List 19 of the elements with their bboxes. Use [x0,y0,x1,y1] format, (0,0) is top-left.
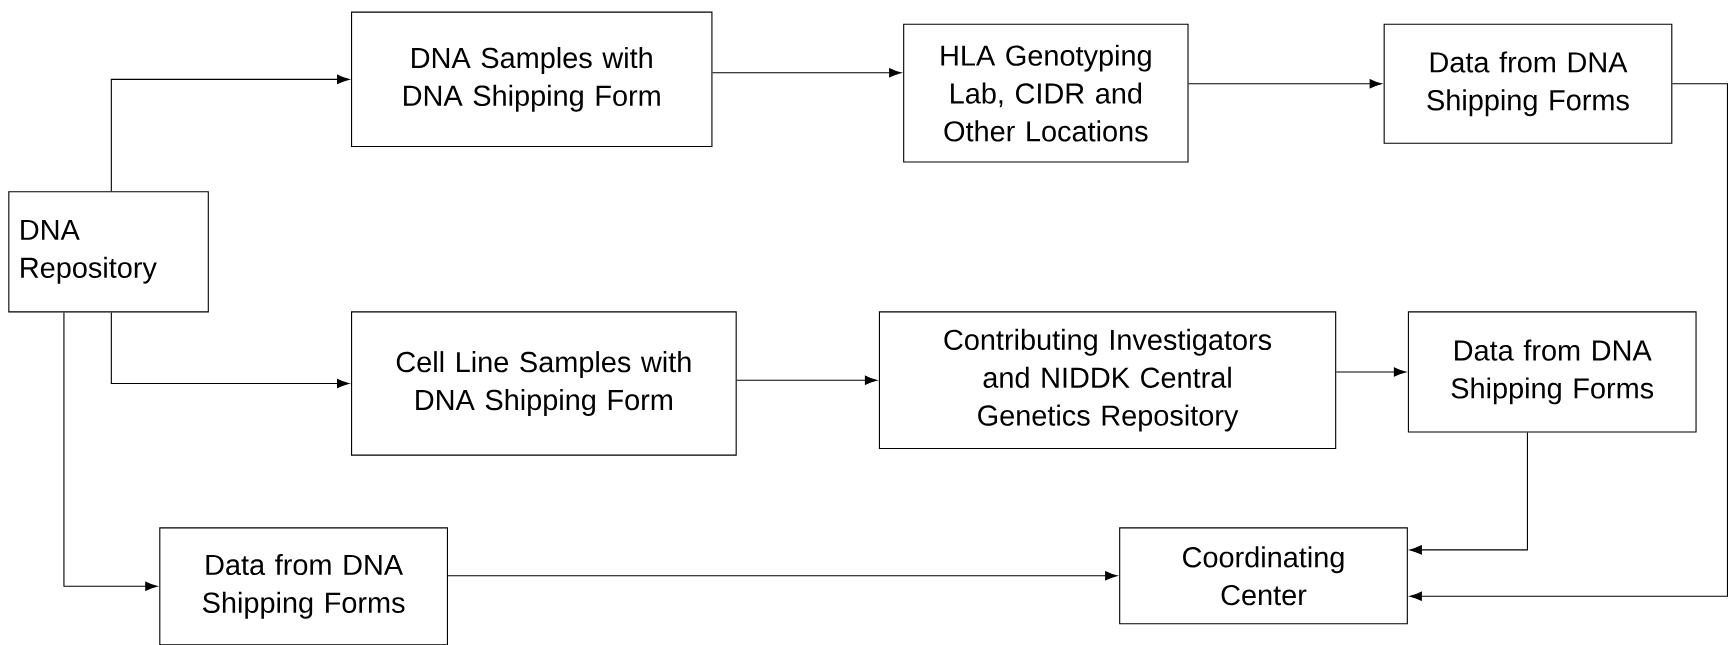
arrow [736,375,878,385]
data-box: Data from DNA Shipping Forms [1407,311,1697,433]
arrow [63,311,158,591]
data-box: Data from DNA Shipping Forms [159,527,448,645]
arrow [110,311,350,389]
process-box: Contributing Investigators and NIDDK Central Genetics Repository [878,311,1337,450]
arrow [1409,432,1528,555]
process-box: HLA Genotyping Lab, CIDR and Other Locations [903,23,1189,163]
arrow [1188,79,1382,89]
process-box: Cell Line Samples with DNA Shipping Form [351,311,737,456]
arrow [110,74,350,192]
process-box: Coordinating Center [1119,527,1408,625]
data-box: Data from DNA Shipping Forms [1383,23,1673,144]
repository-box: DNA Repository [8,191,209,313]
process-box: DNA Samples with DNA Shipping Form [351,11,713,148]
arrow [1409,83,1728,601]
arrow [1335,367,1407,377]
arrow [447,571,1118,581]
arrow [711,68,902,78]
